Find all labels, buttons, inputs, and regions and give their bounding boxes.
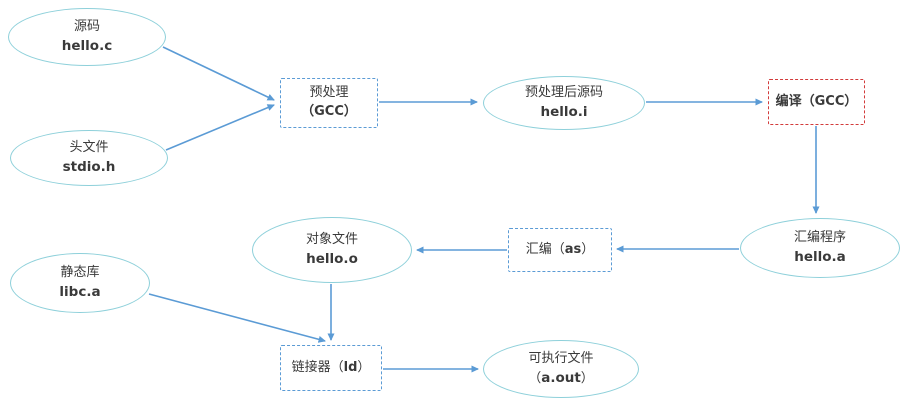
node-header-file: 头文件 stdio.h	[10, 130, 168, 186]
node-executable-filename-line: （a.out）	[528, 369, 594, 389]
node-header-filename: stdio.h	[62, 158, 116, 175]
node-assemble-step: 汇编（as）	[508, 228, 612, 272]
node-preprocess-step: 预处理 （GCC）	[280, 78, 378, 128]
node-preprocessed-filename: hello.i	[540, 103, 588, 120]
node-header-title: 头文件	[69, 139, 109, 155]
node-linker-label: 链接器（ld）	[292, 359, 371, 378]
node-executable-file: 可执行文件 （a.out）	[483, 340, 639, 398]
node-linker-suffix: ）	[357, 359, 371, 375]
arrow-header-to-preprocess	[165, 104, 275, 151]
node-preprocessed-title: 预处理后源码	[524, 84, 603, 100]
node-executable-open: （	[528, 370, 542, 386]
node-assemble-label: 汇编（as）	[526, 241, 595, 260]
node-object-file: 对象文件 hello.o	[252, 217, 412, 283]
arrow-source-to-preprocess	[162, 46, 275, 101]
node-object-title: 对象文件	[305, 231, 358, 247]
node-compile-label: 编译（GCC）	[775, 93, 858, 109]
node-source-filename: hello.c	[61, 37, 113, 54]
node-staticlib-filename: libc.a	[59, 283, 101, 300]
node-staticlib-title: 静态库	[60, 264, 100, 280]
node-preprocessed-source: 预处理后源码 hello.i	[483, 76, 645, 130]
node-preprocess-title: 预处理	[309, 85, 349, 101]
node-linker-prefix: 链接器（	[291, 359, 344, 375]
node-compile-step: 编译（GCC）	[768, 79, 865, 125]
node-executable-close: ）	[580, 370, 594, 386]
node-assemble-tool: as	[564, 241, 582, 257]
node-source-file: 源码 hello.c	[8, 8, 166, 66]
node-static-library: 静态库 libc.a	[10, 253, 150, 313]
node-executable-title: 可执行文件	[528, 350, 594, 366]
node-preprocess-tool: （GCC）	[301, 104, 357, 119]
node-source-title: 源码	[73, 18, 100, 34]
arrow-staticlib-to-linker	[148, 293, 326, 343]
node-executable-filename: a.out	[541, 369, 581, 386]
node-linker-step: 链接器（ld）	[280, 345, 382, 391]
node-assemble-prefix: 汇编（	[525, 241, 565, 257]
node-object-filename: hello.o	[306, 250, 358, 267]
node-assemble-suffix: ）	[581, 241, 595, 257]
node-linker-tool: ld	[343, 359, 358, 375]
node-assembly-filename: hello.a	[794, 248, 846, 265]
node-assembly-title: 汇编程序	[793, 229, 846, 245]
node-assembly-program: 汇编程序 hello.a	[740, 218, 900, 278]
